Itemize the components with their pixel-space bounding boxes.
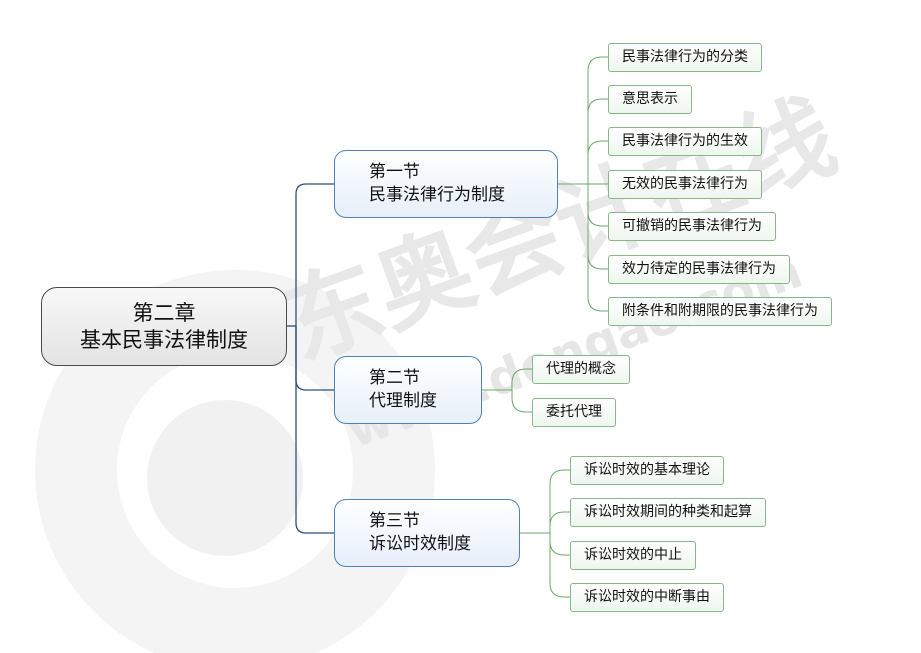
leaf-node-1-7[interactable]: 附条件和附期限的民事法律行为 bbox=[608, 297, 832, 326]
connector-leaf-1-3 bbox=[587, 140, 608, 184]
leaf-node-2-2[interactable]: 委托代理 bbox=[532, 398, 616, 427]
section-2-line2: 代理制度 bbox=[369, 391, 437, 411]
connector-root-section-1 bbox=[295, 183, 334, 326]
connector-leaf-3-3 bbox=[549, 533, 570, 556]
root-node-line2: 基本民事法律制度 bbox=[80, 327, 248, 352]
connector-leaf-1-2 bbox=[587, 98, 608, 184]
connector-leaf-1-7 bbox=[587, 184, 608, 312]
connector-leaf-3-2 bbox=[549, 511, 570, 533]
section-node-3[interactable]: 第三节 诉讼时效制度 bbox=[334, 499, 520, 567]
leaf-node-3-1[interactable]: 诉讼时效的基本理论 bbox=[570, 456, 724, 485]
leaf-node-1-3[interactable]: 民事法律行为的生效 bbox=[608, 127, 762, 156]
root-node-line1: 第二章 bbox=[132, 300, 196, 325]
leaf-node-2-1[interactable]: 代理的概念 bbox=[532, 355, 630, 384]
connector-leaf-1-1 bbox=[587, 56, 608, 184]
section-1-line2: 民事法律行为制度 bbox=[369, 185, 505, 205]
connectors bbox=[287, 56, 608, 598]
watermark-logo-core bbox=[147, 400, 303, 556]
section-2-line1: 第二节 bbox=[369, 368, 420, 388]
connector-leaf-3-1 bbox=[549, 469, 570, 533]
connector-leaf-2-2 bbox=[511, 390, 532, 413]
leaf-node-1-2[interactable]: 意思表示 bbox=[608, 85, 692, 114]
leaf-node-1-4[interactable]: 无效的民事法律行为 bbox=[608, 170, 762, 199]
leaf-node-3-4[interactable]: 诉讼时效的中断事由 bbox=[570, 583, 724, 612]
leaf-node-1-5[interactable]: 可撤销的民事法律行为 bbox=[608, 212, 776, 241]
connector-root-section-3 bbox=[295, 326, 334, 534]
leaf-node-1-6[interactable]: 效力待定的民事法律行为 bbox=[608, 255, 790, 284]
leaf-node-3-3[interactable]: 诉讼时效的中止 bbox=[570, 541, 696, 570]
section-node-1[interactable]: 第一节 民事法律行为制度 bbox=[334, 150, 558, 218]
leaf-node-1-1[interactable]: 民事法律行为的分类 bbox=[608, 43, 762, 72]
root-node-chapter[interactable]: 第二章 基本民事法律制度 bbox=[41, 287, 287, 366]
section-1-line1: 第一节 bbox=[369, 162, 420, 182]
section-node-2[interactable]: 第二节 代理制度 bbox=[334, 356, 482, 424]
leaf-node-3-2[interactable]: 诉讼时效期间的种类和起算 bbox=[570, 498, 766, 527]
section-3-line2: 诉讼时效制度 bbox=[369, 534, 471, 554]
connector-leaf-2-1 bbox=[511, 368, 532, 390]
connector-leaf-3-4 bbox=[549, 533, 570, 598]
section-3-line1: 第三节 bbox=[369, 511, 420, 531]
